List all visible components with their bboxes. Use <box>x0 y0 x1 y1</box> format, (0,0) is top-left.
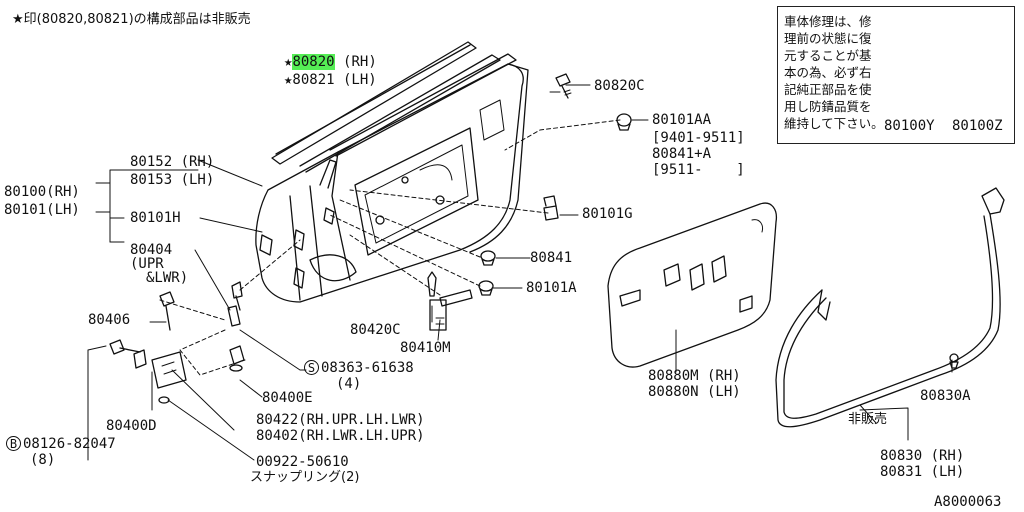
part-80402[interactable]: 80402(RH.LWR.LH.UPR) <box>256 428 425 444</box>
part-80880M[interactable]: 80880M (RH) <box>648 368 741 384</box>
part-80841A[interactable]: 80841+A <box>652 146 712 162</box>
part-80404-note-lower: &LWR) <box>146 270 189 286</box>
snap-ring-label: スナップリング(2) <box>250 470 360 485</box>
part-80830[interactable]: 80830 (RH) <box>880 448 965 464</box>
part-80152[interactable]: 80152 (RH) <box>130 154 215 170</box>
part-80820[interactable]: ★80820 (RH) <box>284 54 377 70</box>
part-80404[interactable]: 80404 <box>130 242 173 258</box>
not-for-sale-label: 非販売 <box>848 412 888 427</box>
part-80420C[interactable]: 80420C <box>350 322 401 338</box>
part-80101G[interactable]: 80101G <box>582 206 633 222</box>
part-80101[interactable]: 80101(LH) <box>4 202 80 218</box>
clip-80841 <box>480 250 496 266</box>
part-80880N[interactable]: 80880N (LH) <box>648 384 741 400</box>
door-shell <box>255 63 529 303</box>
diagram-id: A8000063 <box>934 494 1002 510</box>
header-note: ★印(80820,80821)の構成部品は非販売 <box>12 12 251 27</box>
part-08126-number: 08126-82047 <box>23 436 116 452</box>
date-range-1: [9401-9511] <box>652 130 745 146</box>
door-outer-weatherstrip <box>271 41 517 173</box>
repair-note-box: 車体修理は、修 理前の状態に復 元することが基 本の為、必ず右 記純正部品を使 … <box>777 6 1015 144</box>
part-80841[interactable]: 80841 <box>530 250 573 266</box>
part-08363-number: 08363-61638 <box>321 360 414 376</box>
door-hinge-parts <box>109 281 245 404</box>
part-08126-qty: (8) <box>30 452 56 468</box>
fastener-80820C <box>555 73 572 99</box>
part-80410M[interactable]: 80410M <box>400 340 451 356</box>
s-circle-icon: S <box>304 360 319 375</box>
clip-80101AA <box>616 113 632 131</box>
part-00922[interactable]: 00922-50610 <box>256 454 349 470</box>
part-80101A[interactable]: 80101A <box>526 280 577 296</box>
part-80400E[interactable]: 80400E <box>262 390 313 406</box>
part-80821[interactable]: ★80821 (LH) <box>284 72 377 88</box>
b-circle-icon: B <box>6 436 21 451</box>
door-opening-weatherstrip <box>775 187 1005 428</box>
door-check-link <box>427 271 473 331</box>
star-mark: ★ <box>284 54 293 70</box>
date-range-2: [9511- ] <box>652 162 745 178</box>
part-80100[interactable]: 80100(RH) <box>4 184 80 200</box>
side-rh: (RH) <box>343 54 377 70</box>
clip-80101G <box>543 195 559 221</box>
part-80820C[interactable]: 80820C <box>594 78 645 94</box>
part-80100Z[interactable]: 80100Z <box>952 118 1003 134</box>
part-08363-qty: (4) <box>336 376 362 392</box>
part-80422[interactable]: 80422(RH.UPR.LH.LWR) <box>256 412 425 428</box>
part-80830A[interactable]: 80830A <box>920 388 971 404</box>
part-80100Y[interactable]: 80100Y <box>884 118 935 134</box>
part-number-highlighted: 80820 <box>292 54 335 70</box>
clip-80101A <box>478 280 494 296</box>
part-80101H[interactable]: 80101H <box>130 210 181 226</box>
part-80101AA[interactable]: 80101AA <box>652 112 712 128</box>
leader-lines <box>87 84 953 461</box>
repair-note-text: 車体修理は、修 理前の状態に復 元することが基 本の為、必ず右 記純正部品を使 … <box>784 14 884 131</box>
door-trim-panel <box>607 202 778 368</box>
part-80153[interactable]: 80153 (LH) <box>130 172 215 188</box>
part-80404-note-upper: (UPR <box>130 256 164 272</box>
part-80400D[interactable]: 80400D <box>106 418 157 434</box>
part-80406[interactable]: 80406 <box>88 312 131 328</box>
part-80831[interactable]: 80831 (LH) <box>880 464 965 480</box>
